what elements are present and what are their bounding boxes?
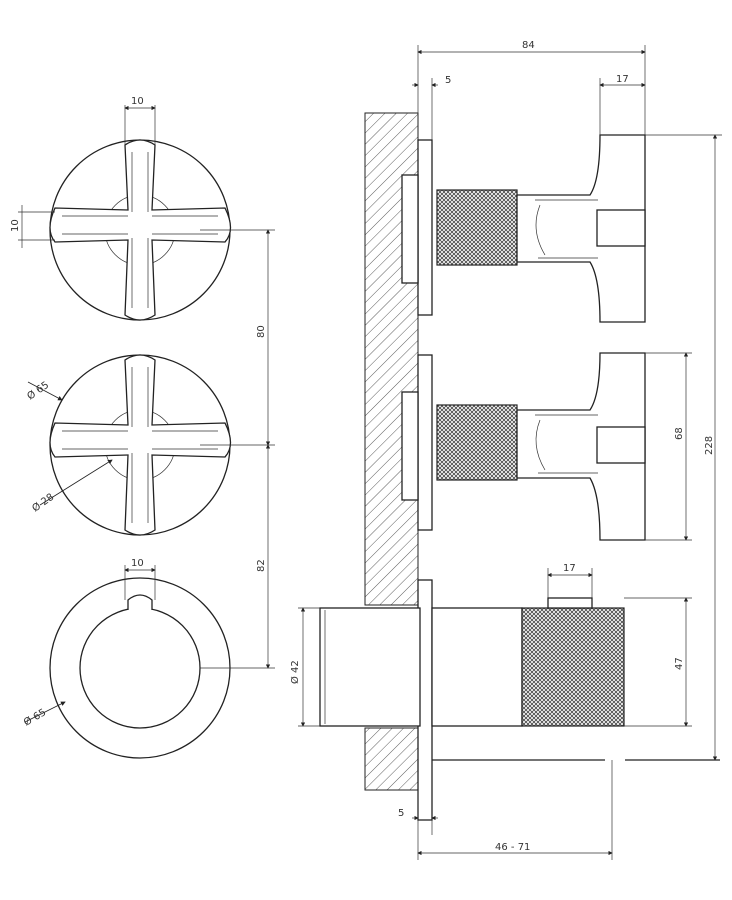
dim-spacing-vertical: 80 82 [200,229,275,669]
total-height-label: 228 [704,436,715,455]
dim-total-height: 228 [645,134,722,761]
knob-plate-diameter-label: Ø 65 [22,706,49,728]
dim-handle-depth-top: 17 [599,74,646,135]
spacing-upper-label: 80 [256,325,267,338]
side-view-diverter [319,579,720,821]
dim-handle-height: 68 [645,352,692,541]
spacing-lower-label: 82 [256,559,267,572]
lever-width-label: 10 [131,558,144,569]
handle-height-label: 68 [674,427,685,440]
knob-diameter-label: Ø 42 [289,660,301,684]
dim-lever-depth: 17 [547,563,593,598]
depth-range-label: 46 - 71 [495,842,530,853]
wall-offset-top-label: 5 [445,75,451,86]
dim-lever-width: 10 [124,558,156,600]
hub-diameter-label: Ø 28 [30,491,56,514]
cross-arm-width-label: 10 [10,219,21,232]
top-width-label: 84 [522,40,535,51]
wall-offset-bottom-label: 5 [398,808,404,819]
side-view-valve-middle [401,352,646,541]
dim-knob-diameter: Ø 42 [289,607,320,727]
front-view-knob [49,577,231,759]
dim-top-width: 84 [417,40,646,135]
dim-knob-height: 47 [624,597,692,727]
dim-handle-diameter-mid: Ø 65 [25,379,63,402]
dim-wall-offset-top: 5 [412,75,451,140]
dim-cross-arm-width: 10 [10,205,55,248]
cross-width-label: 10 [131,96,144,107]
lever-depth-label: 17 [563,563,576,574]
dim-wall-offset-bottom: 5 [398,790,438,860]
handle-depth-top-label: 17 [616,74,629,85]
dim-cross-width: 10 [124,96,156,145]
side-view-valve-upper [401,134,646,323]
knob-height-label: 47 [674,657,685,670]
dim-depth-range: 46 - 71 [417,760,613,860]
